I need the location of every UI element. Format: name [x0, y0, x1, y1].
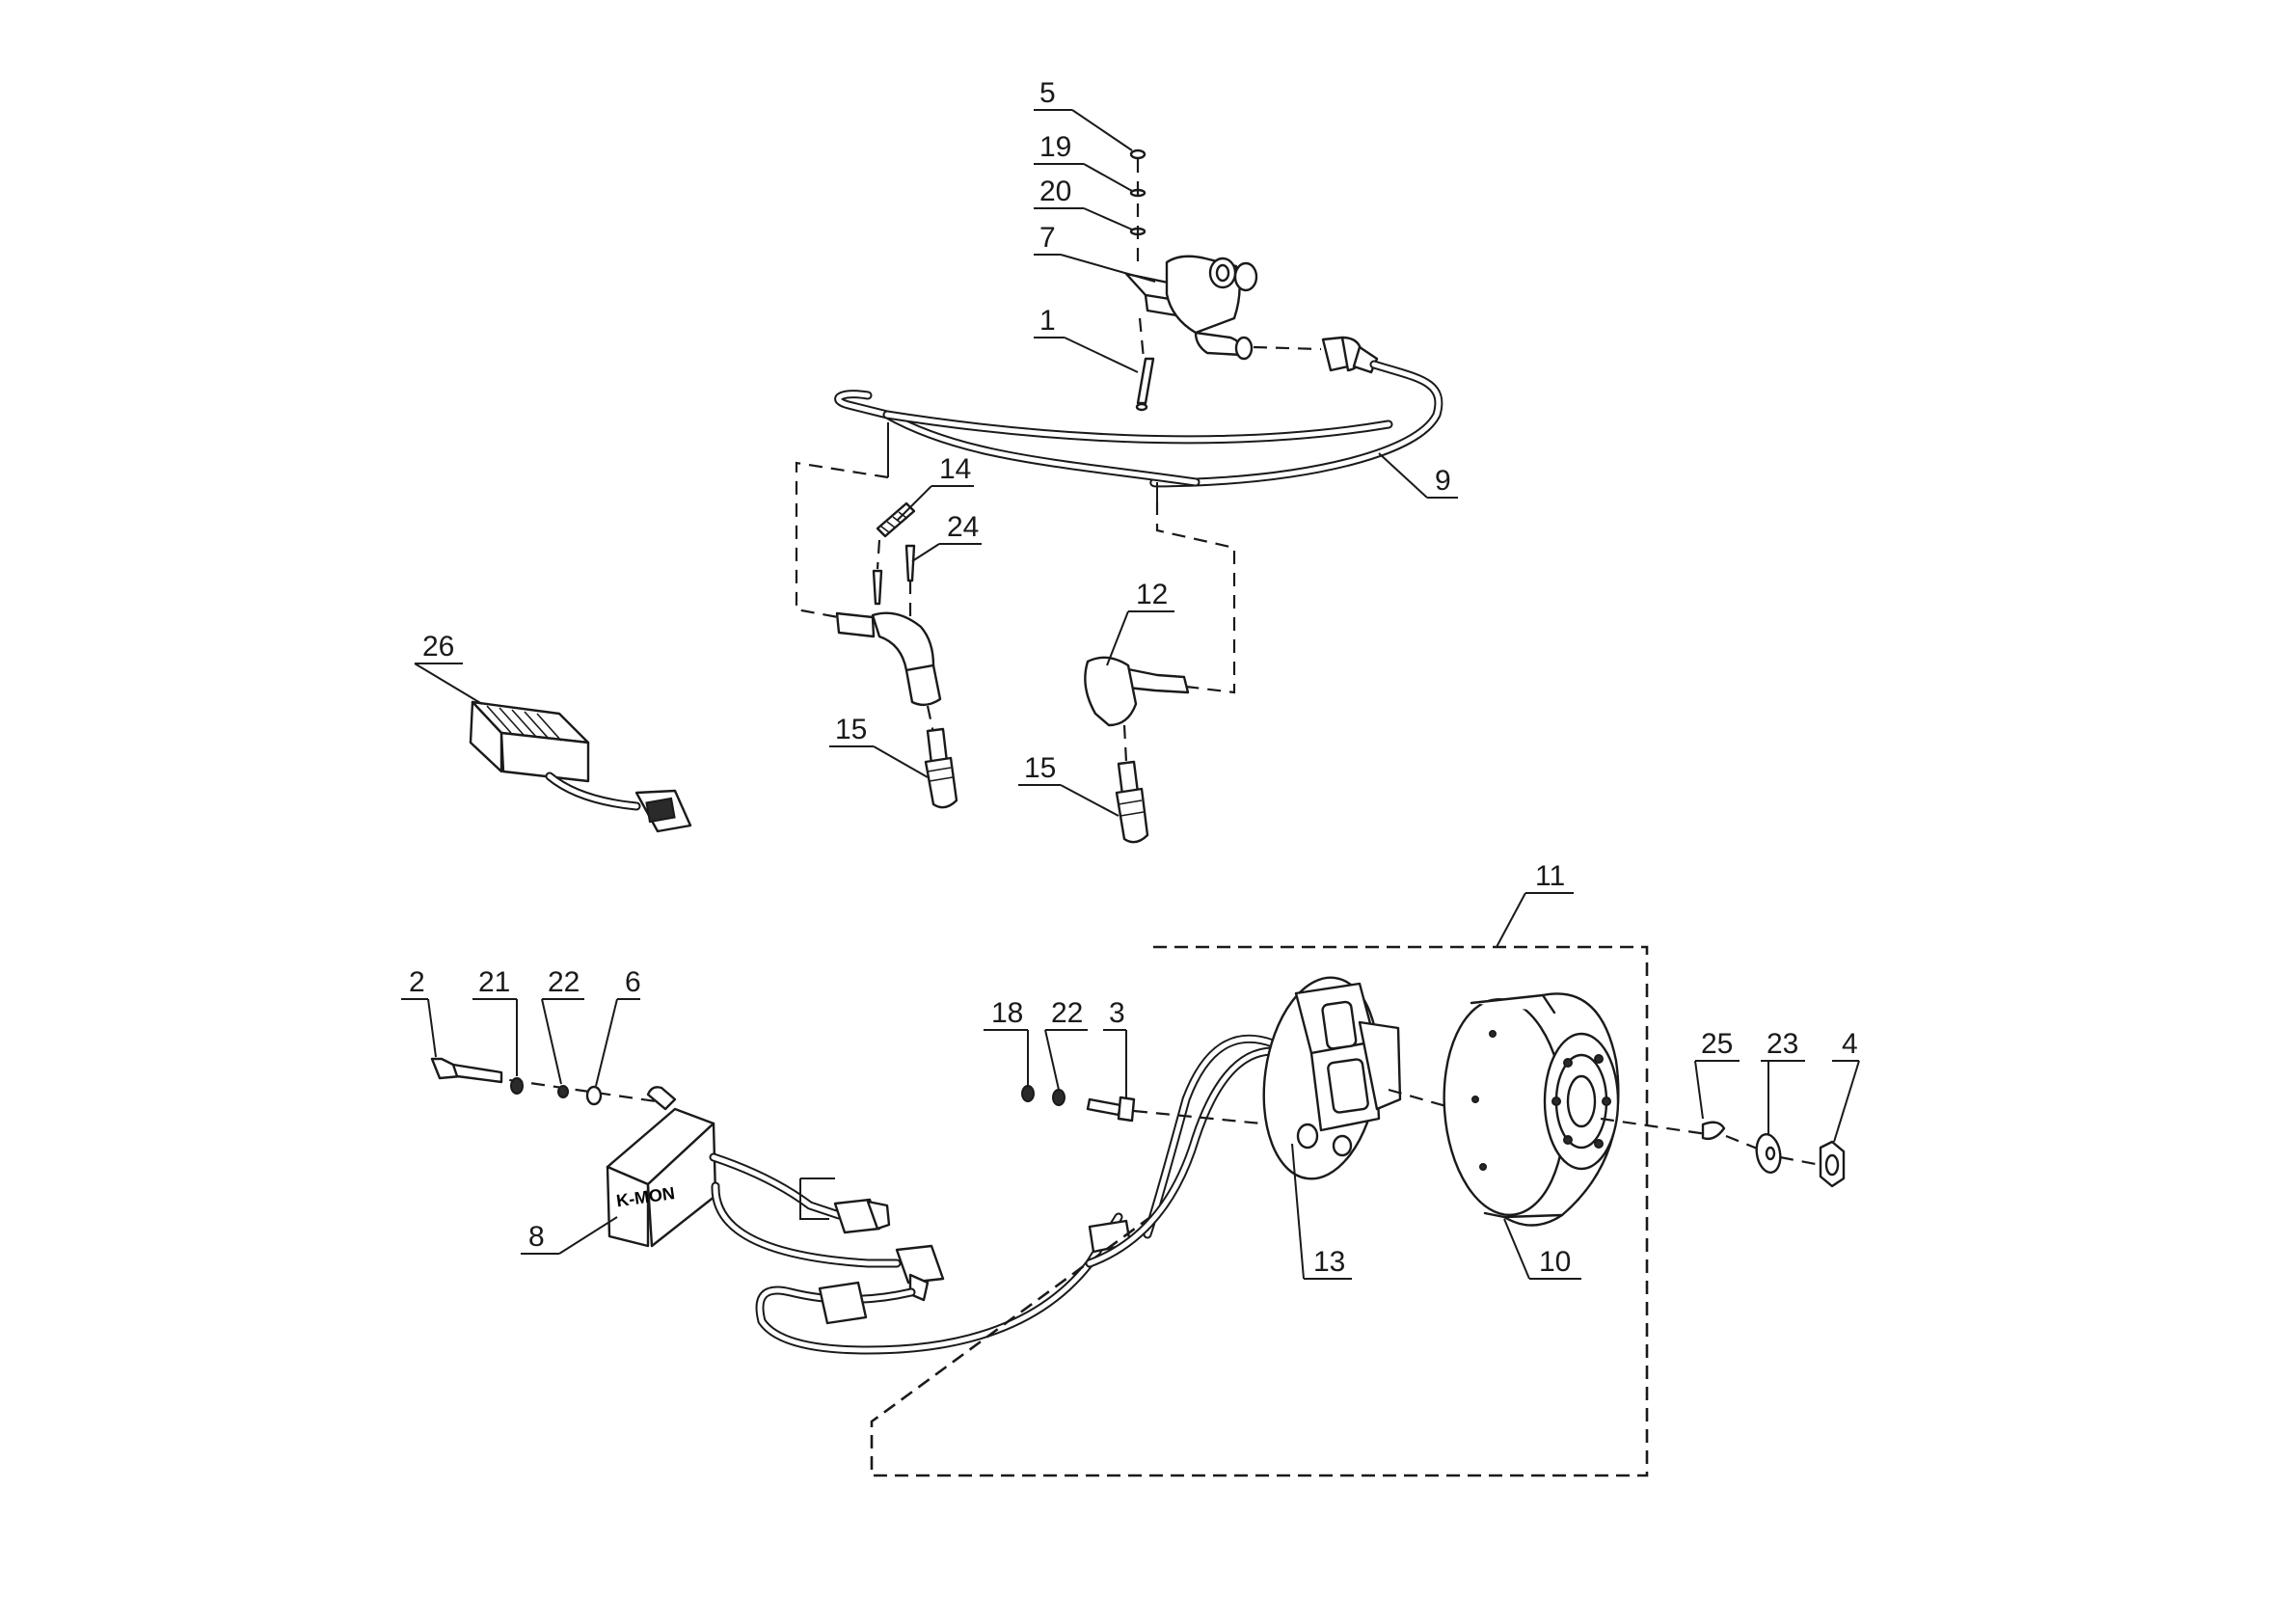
part-21-washer[interactable] [510, 1077, 524, 1095]
callout-26: 26 [422, 631, 454, 663]
cable-connector-boot[interactable] [1321, 336, 1379, 374]
part-18-washer[interactable] [1021, 1085, 1035, 1102]
callout-25: 25 [1701, 1028, 1733, 1060]
callout-6: 6 [625, 966, 641, 998]
part-6-nut[interactable] [585, 1085, 603, 1106]
part-8-cdi-unit[interactable]: K-MON [606, 1086, 717, 1248]
part-7-ignition-coil[interactable] [1124, 255, 1258, 361]
part-9-ht-cable[interactable] [834, 360, 1443, 501]
callout-23: 23 [1767, 1028, 1798, 1060]
callout-7: 7 [1039, 222, 1056, 254]
left-spark-plug-cap[interactable] [835, 611, 942, 734]
callout-15-left: 15 [835, 714, 867, 745]
part-24-pin-left[interactable] [872, 569, 883, 606]
part-23-washer[interactable] [1754, 1132, 1784, 1175]
group-11-frame [870, 945, 1649, 1477]
callout-8: 8 [528, 1221, 545, 1253]
callout-5: 5 [1039, 77, 1056, 109]
part-25-key[interactable] [1701, 1121, 1726, 1141]
callout-10: 10 [1539, 1246, 1571, 1278]
callout-9: 9 [1435, 465, 1451, 497]
part-12-plug-cap[interactable] [1084, 656, 1190, 763]
part-10-flywheel[interactable] [1437, 992, 1620, 1227]
callout-14: 14 [939, 453, 971, 485]
callout-13: 13 [1313, 1246, 1345, 1278]
callout-15-right: 15 [1024, 752, 1056, 784]
part-13-stator[interactable] [1252, 970, 1402, 1186]
callout-19: 19 [1039, 131, 1071, 163]
part-5-nut[interactable] [1129, 149, 1146, 160]
callout-4: 4 [1842, 1028, 1858, 1060]
part-26-module[interactable] [469, 700, 692, 833]
part-24-pin[interactable] [904, 544, 916, 617]
callout-1: 1 [1039, 305, 1056, 337]
harness-connector[interactable] [818, 1281, 868, 1325]
callout-24: 24 [947, 511, 979, 543]
callout-21: 21 [478, 966, 510, 998]
callout-18: 18 [991, 997, 1023, 1029]
callout-12: 12 [1136, 579, 1168, 610]
callout-22-left: 22 [548, 966, 580, 998]
part-15-spark-plug-right[interactable] [1115, 760, 1149, 844]
part-22-washer-left[interactable] [557, 1085, 569, 1098]
callout-20: 20 [1039, 176, 1071, 207]
part-22-washer-right[interactable] [1052, 1089, 1066, 1106]
part-4-nut[interactable] [1819, 1140, 1846, 1188]
part-15-spark-plug-left[interactable] [924, 727, 958, 809]
part-1-bolt[interactable] [1135, 357, 1155, 412]
callout-11: 11 [1535, 860, 1565, 892]
callout-2: 2 [409, 966, 425, 998]
ignition-coil-assembly [1124, 149, 1379, 412]
part-3-bolt[interactable] [1086, 1096, 1136, 1123]
callout-22-right: 22 [1051, 997, 1083, 1029]
callout-3: 3 [1109, 997, 1125, 1029]
part-2-bolt[interactable] [430, 1057, 503, 1084]
callouts: 5 19 20 7 1 9 14 24 12 26 [401, 77, 1860, 1280]
cdi-connector-a[interactable] [833, 1198, 891, 1234]
